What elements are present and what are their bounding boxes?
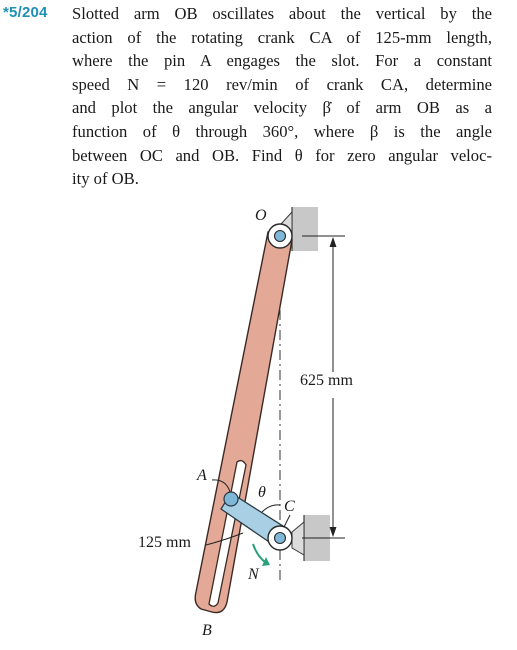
leader-c: [283, 514, 291, 528]
mechanism-figure: O A θ C N B 625 mm 125 mm: [0, 190, 517, 650]
statement-line: where the pin A engages the slot. For a …: [72, 51, 492, 71]
slotted-arm-ob: [194, 231, 293, 614]
n-arrow-head: [262, 557, 270, 566]
statement-line: between OC and OB. Find θ for zero angul…: [72, 145, 492, 165]
dimension-125-label: 125 mm: [138, 534, 191, 551]
statement-line: function of θ through 360°, where β is t…: [72, 121, 492, 141]
theta-arc: [261, 504, 281, 513]
dimension-625: [302, 235, 345, 539]
wall-top-block: [292, 207, 318, 251]
label-c: C: [284, 498, 295, 515]
problem-number: *5/204: [3, 4, 48, 21]
pin-a: [223, 491, 239, 507]
mechanism-drawing: [194, 207, 345, 614]
pivot-o: [267, 223, 293, 249]
arm-body: [194, 231, 293, 614]
statement-line: ity of OB.: [72, 169, 139, 189]
bracket-bottom: [291, 520, 305, 556]
statement-line: action of the rotating crank CA of 125-m…: [72, 27, 492, 47]
label-b: B: [202, 622, 212, 639]
label-a: A: [197, 467, 207, 484]
pivot-c: [267, 525, 293, 551]
statement-line: speed N = 120 rev/min of crank CA, deter…: [72, 74, 492, 94]
statement-line: Slotted arm OB oscillates about the vert…: [72, 4, 492, 23]
leader-125: [205, 532, 244, 546]
problem-statement: Slotted arm OB oscillates about the vert…: [72, 2, 492, 191]
label-theta: θ: [258, 484, 266, 501]
label-n: N: [248, 566, 259, 583]
n-arrow-arc: [252, 543, 267, 564]
statement-line: and plot the angular velocity β̇ of arm …: [72, 98, 492, 118]
leader-a: [211, 479, 231, 493]
dimension-625-label: 625 mm: [300, 372, 353, 389]
rotation-arrow-n: [252, 543, 270, 566]
label-o: O: [255, 207, 267, 224]
